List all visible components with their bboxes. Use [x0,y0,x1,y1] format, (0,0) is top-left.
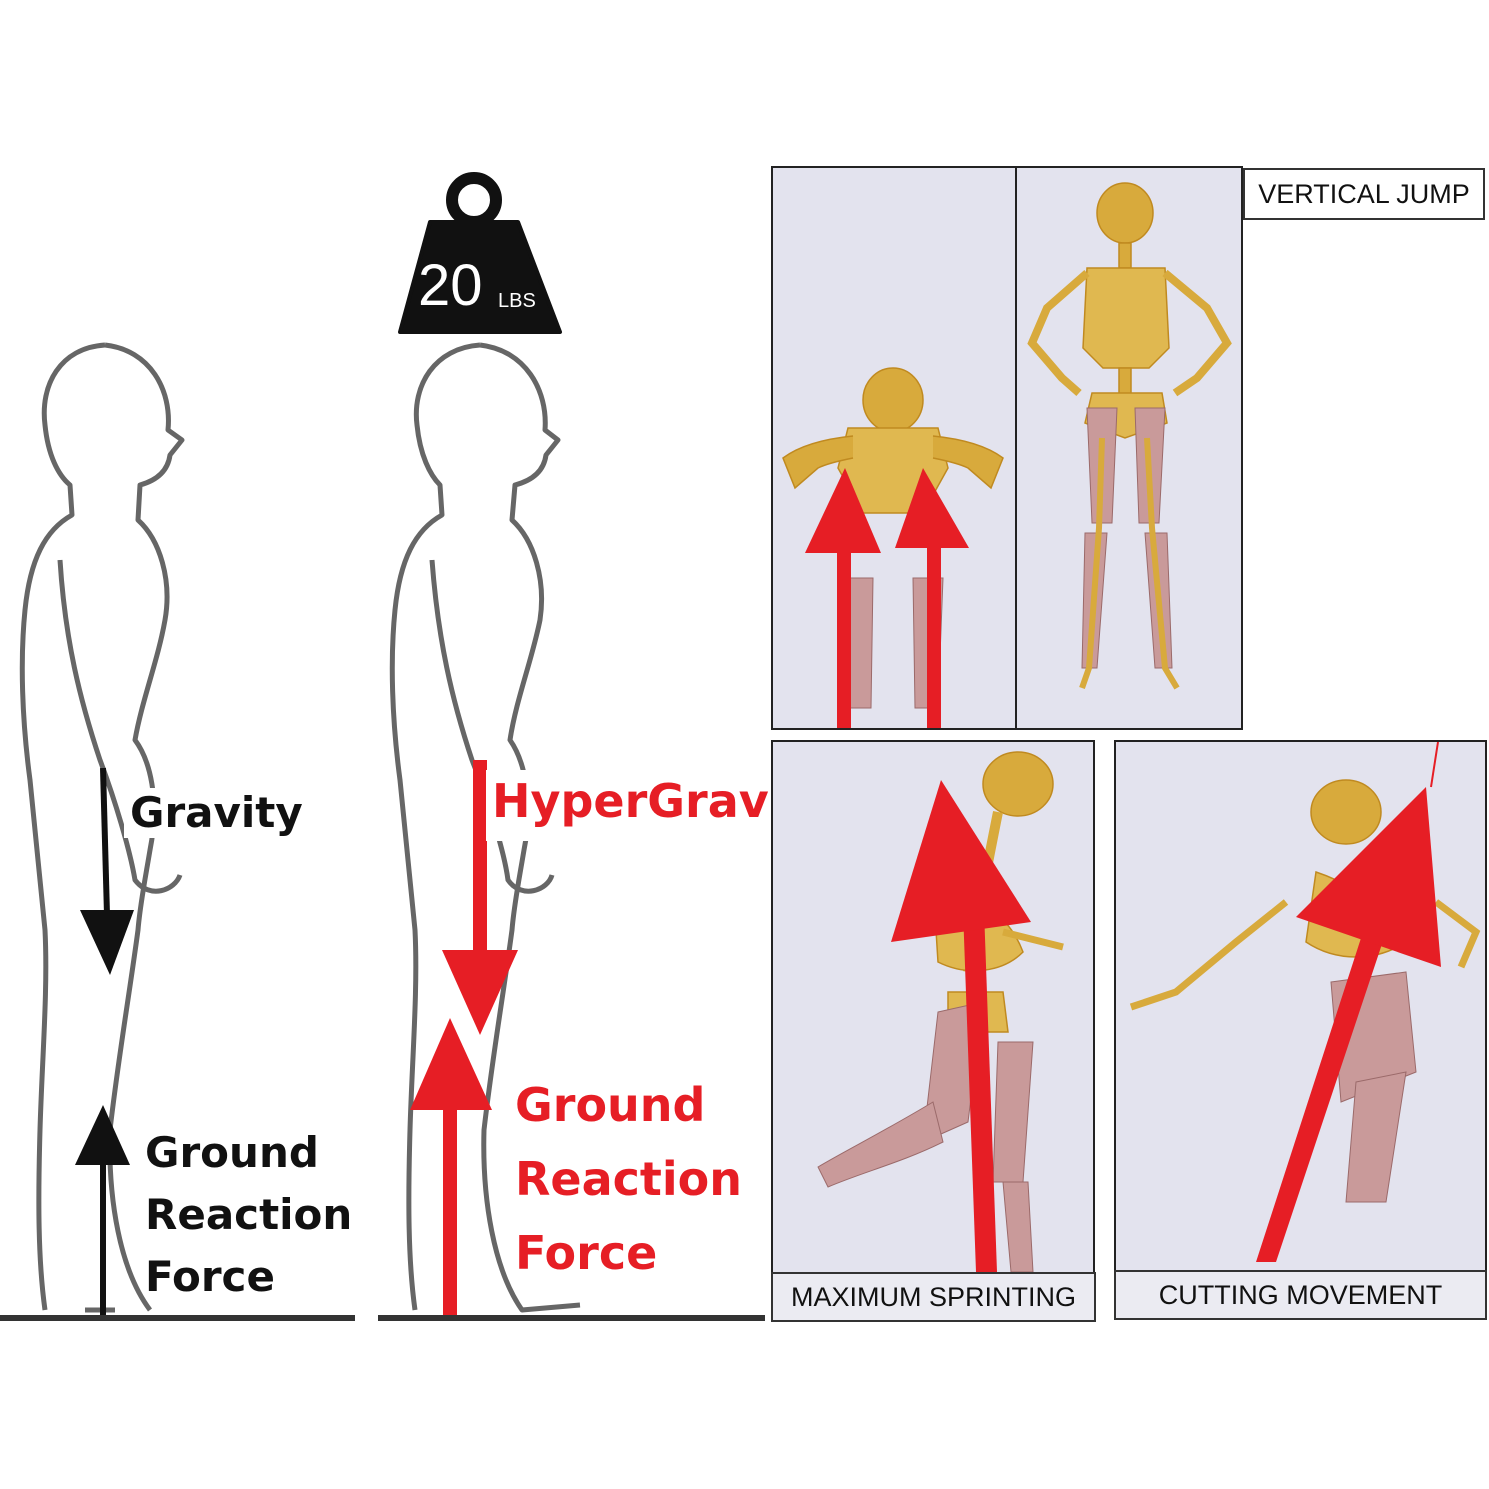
human-outline-left [19,342,185,1313]
skeleton-sprinting [817,751,1064,1273]
gravity-arrow-black [80,767,134,975]
panel-sprinting [771,740,1095,1320]
grf-label-red-line: Ground [515,1078,706,1132]
grf-arrow-black [75,1105,130,1315]
skeleton-standing [1027,182,1232,690]
grf-label-red-line: Force [515,1226,658,1280]
skeleton-crouch [782,367,1004,728]
weight-icon [398,172,562,334]
caption-sprinting: MAXIMUM SPRINTING [771,1272,1096,1322]
grf-label-black-line: Force [145,1252,275,1301]
weight-unit: LBS [498,290,536,312]
panel-cutting [1114,740,1487,1320]
skeleton-cutting [1129,742,1481,1262]
caption-cutting: CUTTING MOVEMENT [1114,1270,1487,1320]
gravity-label: Gravity [124,788,309,839]
grf-label-red-line: Reaction [515,1152,743,1206]
grf-label-black-line: Reaction [145,1190,353,1239]
grf-label-black: Ground Reaction Force [145,1122,352,1308]
caption-vertical-jump: VERTICAL JUMP [1243,168,1485,220]
grf-label-black-line: Ground [145,1128,319,1177]
weight-value: 20 [418,253,483,318]
hypergravity-arrow-red [442,760,518,1035]
grf-label-red: Ground Reaction Force [515,1068,742,1290]
panel-vertical-jump-standing [1015,166,1243,730]
panel-vertical-jump-crouch [771,166,1017,730]
grf-arrow-red [410,1018,492,1315]
